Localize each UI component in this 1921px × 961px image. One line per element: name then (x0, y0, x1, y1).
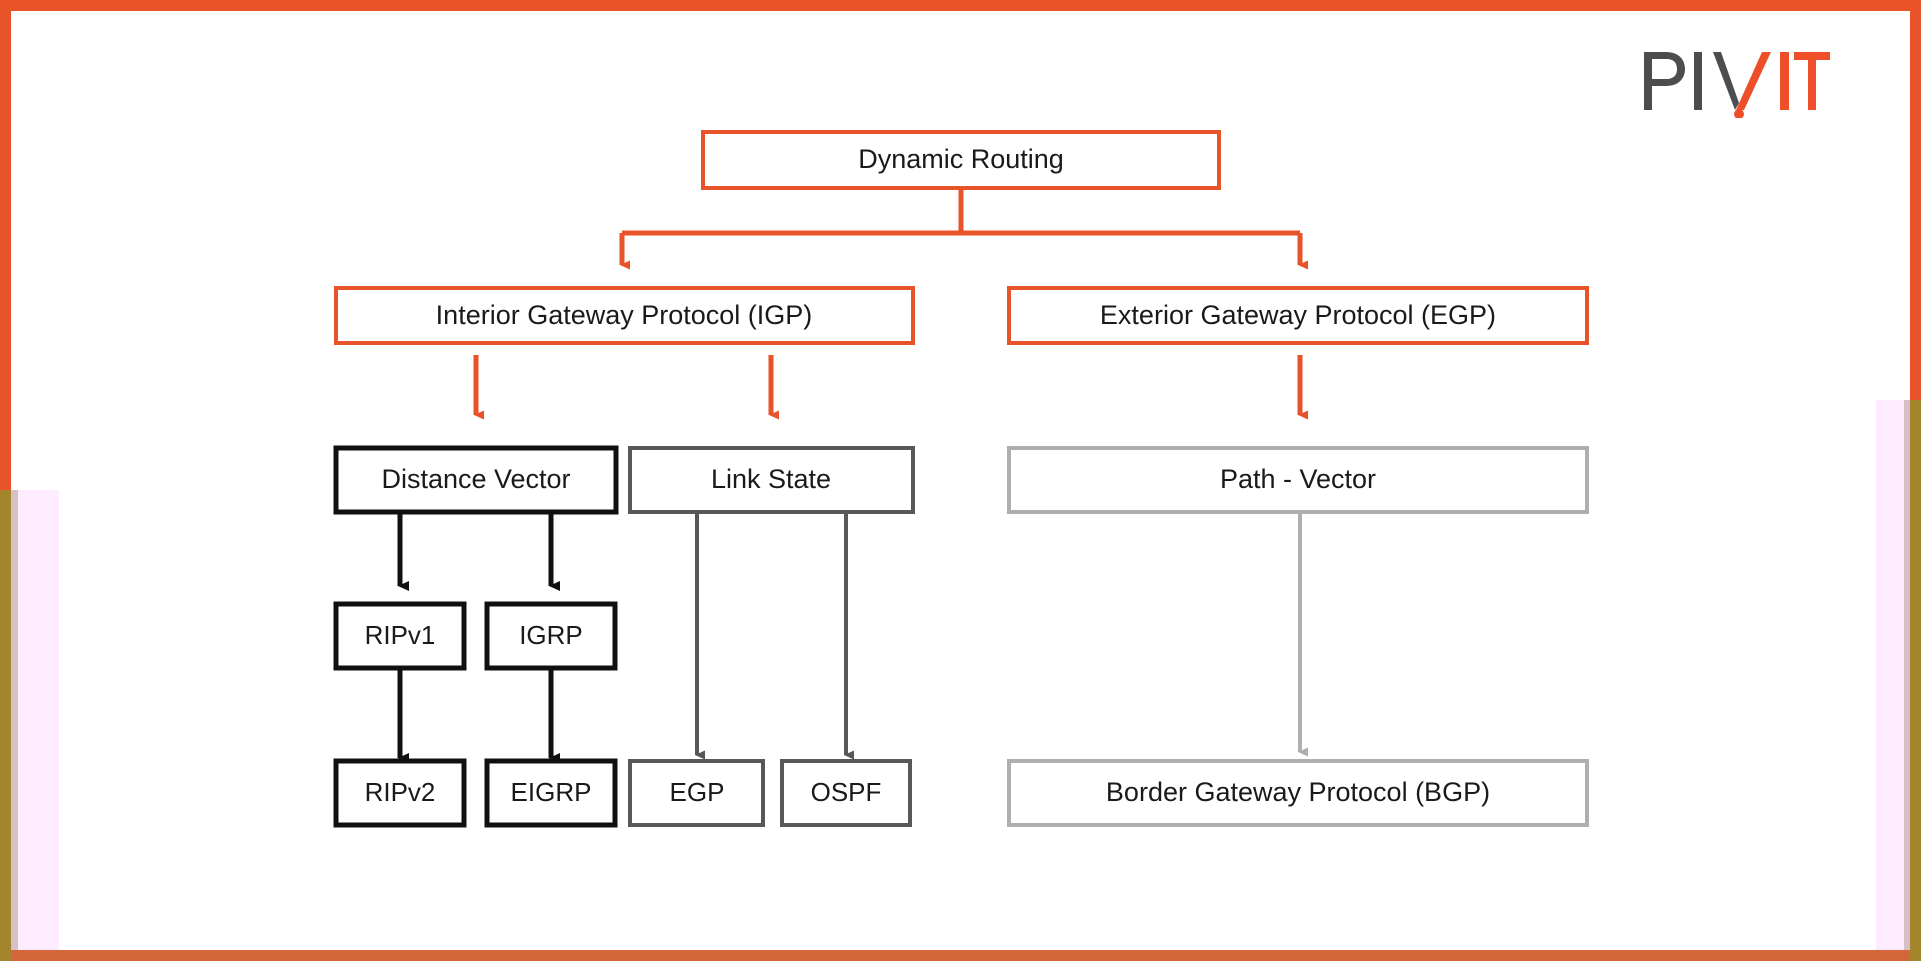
node-distance-vector[interactable]: Distance Vector (333, 445, 619, 515)
logo-letter-t (1794, 52, 1830, 110)
node-eigrp-label: EIGRP (511, 777, 592, 807)
node-dynamic-routing-box[interactable] (701, 130, 1221, 190)
logo-letter-p (1644, 52, 1685, 110)
frame-border-bottom (0, 950, 1921, 961)
node-path-vector-label: Path - Vector (1220, 464, 1376, 494)
node-igp-box[interactable] (334, 286, 915, 345)
node-bgp[interactable]: Border Gateway Protocol (BGP) (1007, 759, 1589, 827)
node-egp-leaf-label: EGP (670, 777, 725, 807)
frame-accent-right-line (1904, 400, 1910, 950)
node-eigrp-box[interactable] (484, 758, 618, 828)
frame-border-left-lower (0, 490, 11, 961)
node-eigrp[interactable]: EIGRP (484, 758, 618, 828)
node-egp-parent-label: Exterior Gateway Protocol (EGP) (1100, 300, 1496, 330)
node-ospf[interactable]: OSPF (780, 759, 912, 827)
pivit-logo (1640, 48, 1830, 118)
node-egp-parent-box[interactable] (1007, 286, 1589, 345)
node-dynamic-routing-label: Dynamic Routing (858, 144, 1064, 174)
logo-letter-v-right (1736, 52, 1771, 110)
node-link-state-box[interactable] (628, 446, 915, 514)
node-ripv2-label: RIPv2 (365, 777, 436, 807)
frame-accent-left-line (11, 490, 18, 950)
node-bgp-label: Border Gateway Protocol (BGP) (1106, 777, 1490, 807)
node-path-vector-box[interactable] (1007, 446, 1589, 514)
logo-letter-i2 (1780, 52, 1789, 110)
node-igrp-box[interactable] (484, 601, 618, 671)
logo-dot (1734, 109, 1744, 118)
node-egp-parent[interactable]: Exterior Gateway Protocol (EGP) (1007, 286, 1589, 345)
node-egp-leaf-box[interactable] (628, 759, 765, 827)
frame-accent-left (11, 490, 59, 950)
node-ripv1[interactable]: RIPv1 (333, 601, 467, 671)
node-link-state[interactable]: Link State (628, 446, 915, 514)
node-path-vector[interactable]: Path - Vector (1007, 446, 1589, 514)
node-distance-vector-label: Distance Vector (381, 464, 570, 494)
frame-border-right-upper (1910, 0, 1921, 400)
node-dynamic-routing[interactable]: Dynamic Routing (701, 130, 1221, 190)
node-bgp-box[interactable] (1007, 759, 1589, 827)
frame-border-right-lower (1910, 400, 1921, 961)
node-egp-leaf[interactable]: EGP (628, 759, 765, 827)
node-link-state-label: Link State (711, 464, 831, 494)
node-ospf-label: OSPF (811, 777, 882, 807)
node-distance-vector-box[interactable] (333, 445, 619, 515)
node-ripv2[interactable]: RIPv2 (333, 758, 467, 828)
frame-border-top (0, 0, 1921, 11)
node-igp-label: Interior Gateway Protocol (IGP) (436, 300, 813, 330)
logo-letter-v-left (1713, 52, 1739, 110)
frame-border-left-upper (0, 0, 11, 490)
node-igp[interactable]: Interior Gateway Protocol (IGP) (334, 286, 915, 345)
node-ospf-box[interactable] (780, 759, 912, 827)
node-igrp-label: IGRP (519, 620, 583, 650)
logo-letter-i (1694, 52, 1702, 110)
node-ripv1-label: RIPv1 (365, 620, 436, 650)
node-igrp[interactable]: IGRP (484, 601, 618, 671)
node-ripv1-box[interactable] (333, 601, 467, 671)
node-ripv2-box[interactable] (333, 758, 467, 828)
